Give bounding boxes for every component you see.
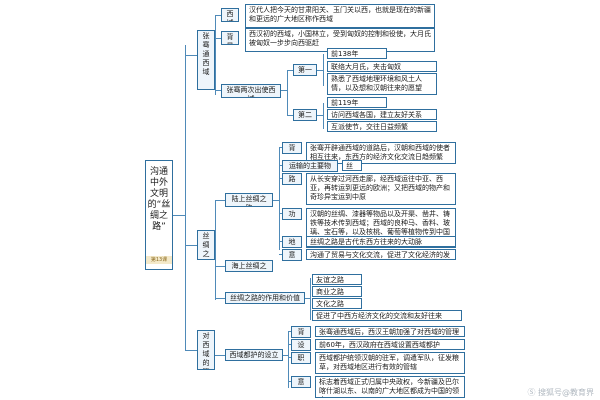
sub-label: 设置 — [291, 339, 311, 351]
connector-line — [215, 298, 225, 299]
node-label: 背景 — [221, 31, 239, 45]
branch-node: 丝绸之路 — [197, 230, 215, 260]
connector-line — [215, 200, 216, 300]
connector-line — [317, 70, 323, 71]
leaf-text: 标志着西域正式归属中央政权，今新疆及巴尔喀什湖以东、以南的广大地区都成为中国的领… — [315, 376, 465, 398]
connector-line — [215, 355, 225, 356]
leaf-text: 前60年，西汉政府在西域设置西域都护 — [315, 339, 465, 350]
root-title: 沟通中外文明的“丝绸之路” — [147, 167, 171, 232]
connector-line — [173, 215, 185, 216]
sub-label: 运输的主要物品 — [282, 160, 338, 172]
leaf-text: 丝绸之路是古代东西方往来的大动脉 — [306, 236, 456, 247]
leaf-text: 丝绸 — [342, 160, 362, 171]
connector-line — [288, 332, 289, 388]
node-label: 海上丝绸之路 — [225, 260, 273, 272]
connector-line — [323, 54, 324, 86]
connector-line — [215, 15, 216, 95]
connector-line — [279, 165, 282, 166]
leaf-text: 互派使节，交往日益频繁 — [327, 121, 437, 132]
connector-line — [287, 70, 293, 71]
leaf-text: 联络大月氏，夹击匈奴 — [327, 61, 437, 72]
leaf-text: 前119年 — [327, 97, 387, 108]
connector-line — [215, 90, 221, 91]
sub-label: 第二次 — [293, 109, 317, 121]
connector-line — [323, 103, 324, 129]
connector-line — [305, 298, 310, 299]
node-label: 西域都护的设立 — [225, 349, 283, 361]
connector-line — [287, 70, 288, 115]
leaf-text: 促进了中西方经济文化的交流和友好往来 — [312, 310, 462, 321]
leaf-text: 张骞通西域后，西汉王朝加强了对西域的管理 — [315, 326, 465, 337]
connector-line — [310, 278, 311, 320]
node-text: 汉代人把今天的甘肃阳关、玉门关以西，也就是现在的新疆和更远的广大地区称作西域 — [245, 4, 435, 28]
node-label: 西域 — [221, 8, 239, 22]
sub-label: 地位 — [282, 236, 302, 248]
connector-line — [317, 115, 323, 116]
watermark: Ⓢ 搜狐号@教育界 — [527, 388, 594, 397]
connector-line — [288, 331, 291, 332]
root-node: 沟通中外文明的“丝绸之路” — [145, 160, 173, 270]
connector-line — [185, 245, 197, 246]
node-label: 丝绸之路的作用和价值 — [225, 292, 305, 304]
connector-line — [279, 147, 282, 148]
connector-line — [288, 344, 291, 345]
branch-node: 张骞通西域 — [197, 30, 215, 90]
sub-label: 功能 — [282, 208, 302, 220]
sub-label: 职责 — [291, 352, 311, 364]
leaf-text: 熟悉了西域地理环境和风土人情，以及想和汉朝往来的愿望 — [327, 73, 437, 95]
connector-line — [279, 213, 282, 214]
sub-label: 意义 — [282, 249, 302, 261]
connector-line — [279, 148, 280, 250]
leaf-text: 从长安穿过河西走廊，经西域运往中亚、西亚，再转运到更远的欧洲；又把西域的物产和奇… — [306, 173, 456, 205]
connector-line — [287, 115, 293, 116]
connector-line — [215, 200, 225, 201]
leaf-text: 文化之路 — [312, 298, 362, 309]
connector-line — [185, 350, 197, 351]
leaf-text: 前138年 — [327, 48, 387, 59]
connector-line — [279, 178, 282, 179]
sub-label: 第一次 — [293, 64, 317, 76]
leaf-text: 友谊之路 — [312, 274, 362, 285]
connector-line — [279, 241, 282, 242]
connector-line — [215, 38, 221, 39]
sub-label: 背景 — [282, 142, 302, 154]
sub-label: 意义 — [291, 376, 311, 388]
connector-line — [279, 254, 282, 255]
node-label: 陆上丝绸之路 — [225, 193, 273, 207]
connector-line — [288, 357, 291, 358]
connector-line — [215, 15, 221, 16]
connector-line — [215, 266, 225, 267]
connector-line — [283, 355, 288, 356]
connector-line — [281, 90, 287, 91]
leaf-text: 张骞开辟通西域的道路后，汉朝和西域的使者相互往来，东西方的经济文化交流日趋频繁 — [306, 142, 456, 164]
connector-line — [273, 200, 279, 201]
node-label: 张骞两次出使西域 — [221, 84, 281, 98]
branch-node: 对西域的管理 — [197, 330, 215, 370]
leaf-text: 访问西域各国，建立友好关系 — [327, 109, 437, 120]
sub-label: 路线 — [282, 173, 302, 185]
leaf-text: 商业之路 — [312, 286, 362, 297]
sub-label: 背景 — [291, 326, 311, 338]
connector-line — [185, 55, 197, 56]
lesson-badge: 第13课 — [146, 256, 172, 264]
leaf-text: 沟通了贸易与文化交流，促进了文化经济的发展 — [306, 249, 456, 260]
connector-line — [288, 381, 291, 382]
connector-line — [185, 45, 186, 350]
leaf-text: 西域都护统领汉朝的驻军，调遣军队，征发粮草，对西域地区进行有效的管辖 — [315, 352, 465, 374]
